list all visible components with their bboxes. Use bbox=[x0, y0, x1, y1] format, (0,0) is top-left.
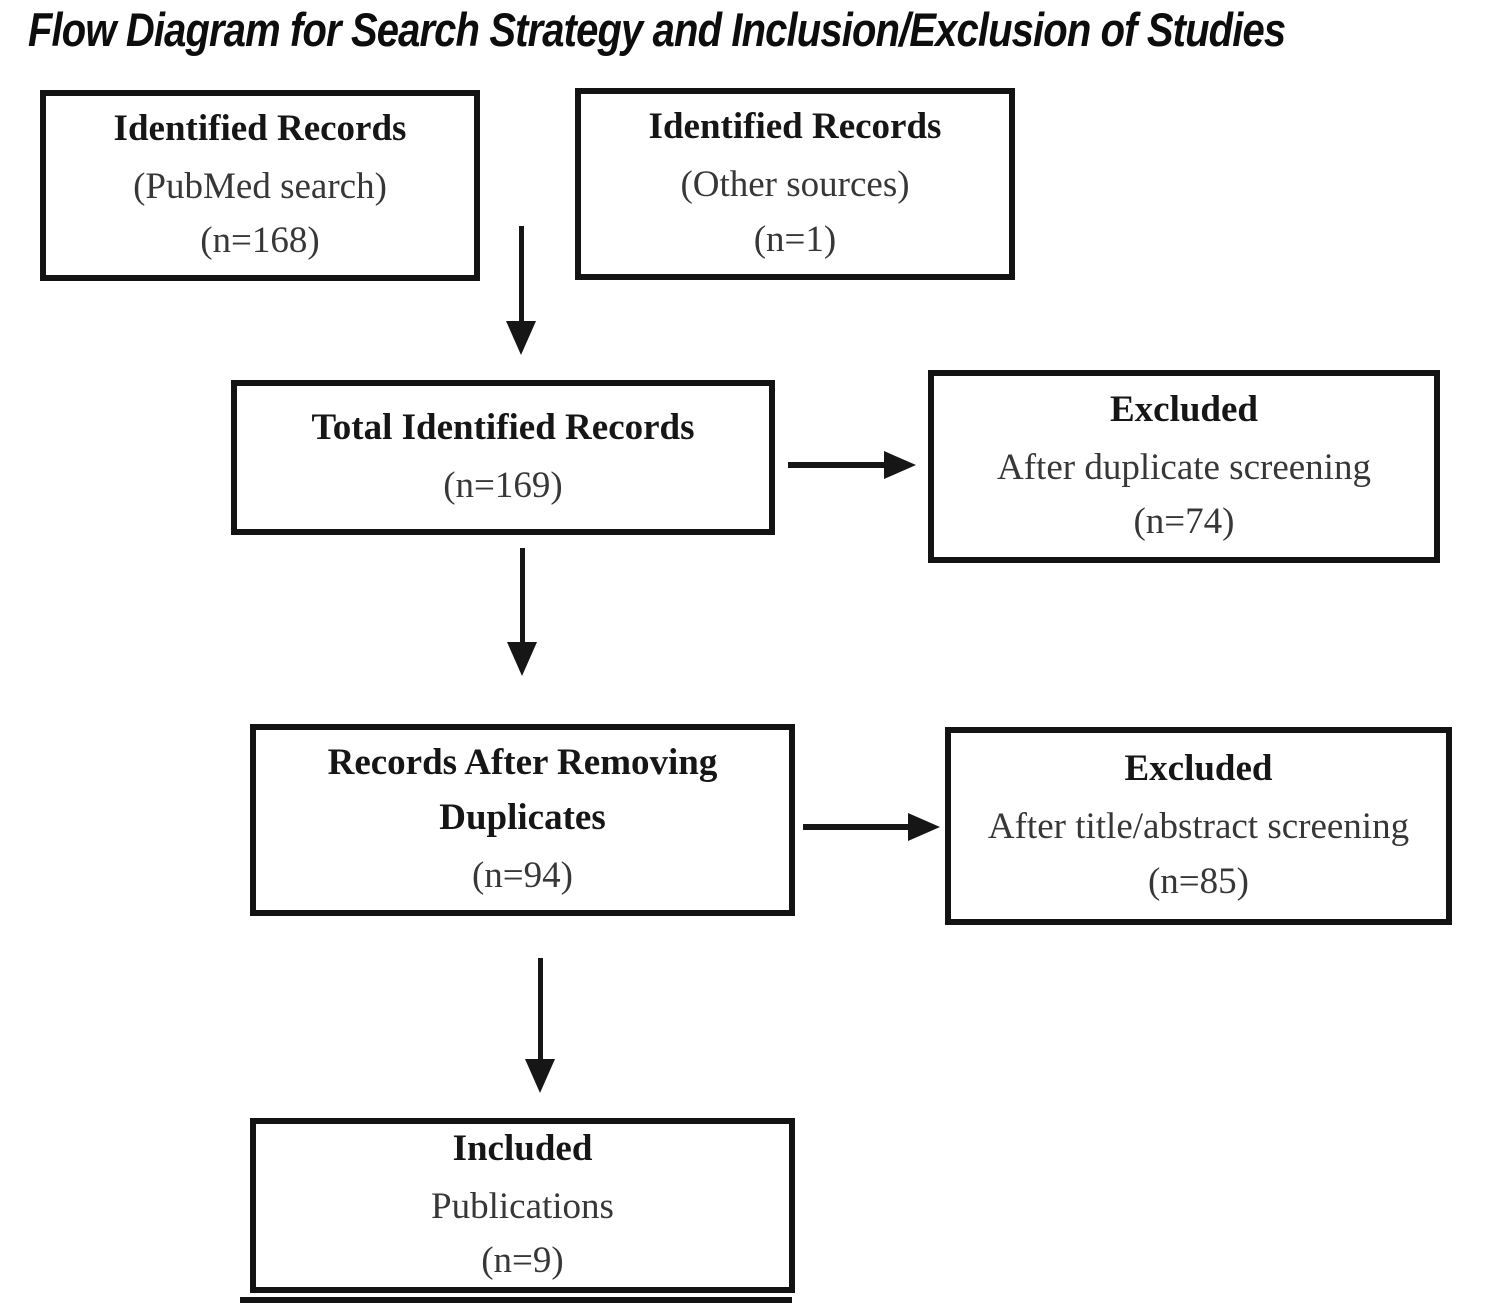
box-count: (n=74) bbox=[1133, 501, 1235, 543]
box-count: (n=168) bbox=[200, 220, 320, 262]
arrow-right-to-excluded-title-abstract bbox=[803, 813, 940, 841]
box-count: (n=1) bbox=[753, 218, 837, 260]
box-source-line: (Other sources) bbox=[680, 164, 910, 206]
box-count: (n=169) bbox=[443, 465, 563, 506]
box-detail-line: Publications bbox=[431, 1185, 614, 1227]
arrow-head-down-icon bbox=[507, 642, 537, 676]
box-identified-records-other: Identified Records (Other sources) (n=1) bbox=[575, 88, 1015, 280]
box-detail-line: After duplicate screening bbox=[997, 446, 1371, 488]
box-heading: Excluded bbox=[1109, 388, 1259, 430]
box-heading: Total Identified Records bbox=[311, 407, 695, 449]
arrow-stem bbox=[518, 226, 524, 321]
box-heading: Identified Records bbox=[113, 107, 407, 149]
box-detail-line: After title/abstract screening bbox=[987, 806, 1410, 848]
arrow-down-to-included bbox=[524, 958, 556, 1093]
arrow-down-to-records-after-removing bbox=[506, 548, 538, 676]
arrow-stem bbox=[788, 462, 884, 468]
box-count: (n=85) bbox=[1147, 860, 1249, 902]
box-identified-records-pubmed: Identified Records (PubMed search) (n=16… bbox=[40, 90, 480, 281]
arrow-head-right-icon bbox=[908, 813, 940, 841]
arrow-head-down-icon bbox=[506, 321, 536, 355]
arrow-stem bbox=[803, 824, 908, 830]
arrow-right-to-excluded-duplicates bbox=[788, 451, 916, 479]
box-heading: Included bbox=[452, 1127, 593, 1169]
arrow-down-to-total-identified bbox=[505, 226, 537, 355]
box-count: (n=9) bbox=[481, 1240, 564, 1282]
arrow-head-right-icon bbox=[884, 451, 916, 479]
box-excluded-title-abstract-screening: Excluded After title/abstract screening … bbox=[945, 727, 1452, 925]
box-source-line: (PubMed search) bbox=[133, 165, 387, 207]
box-excluded-duplicate-screening: Excluded After duplicate screening (n=74… bbox=[928, 370, 1440, 563]
box-heading: Records After Removing Duplicates bbox=[327, 742, 718, 839]
cutoff-box-top-edge bbox=[240, 1297, 792, 1303]
box-heading: Identified Records bbox=[648, 106, 942, 148]
box-records-after-removing-duplicates: Records After Removing Duplicates (n=94) bbox=[250, 724, 795, 916]
box-heading: Excluded bbox=[1124, 748, 1273, 790]
arrow-head-down-icon bbox=[525, 1059, 555, 1093]
box-count: (n=94) bbox=[471, 854, 573, 896]
box-total-identified-records: Total Identified Records (n=169) bbox=[231, 380, 775, 535]
box-included-publications: Included Publications (n=9) bbox=[250, 1118, 795, 1293]
arrow-stem bbox=[537, 958, 543, 1059]
arrow-stem bbox=[519, 548, 525, 642]
diagram-title: Flow Diagram for Search Strategy and Inc… bbox=[28, 3, 1286, 56]
